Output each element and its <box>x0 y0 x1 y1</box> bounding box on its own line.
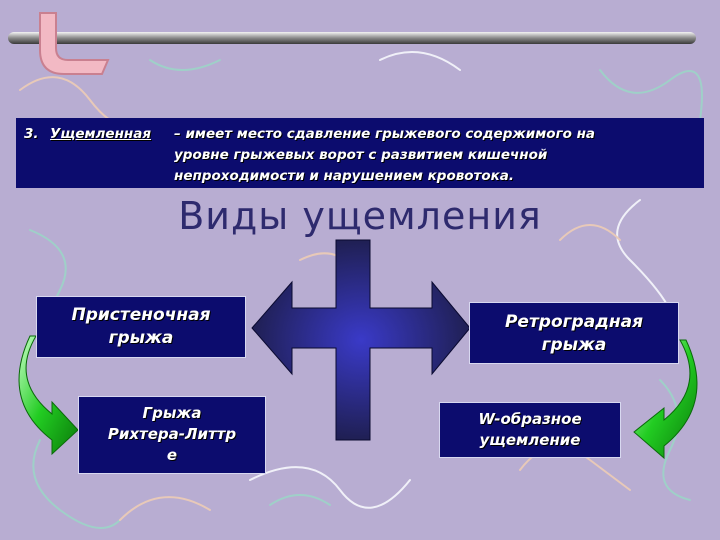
w-shaped-line-1: W-образное <box>478 410 582 428</box>
top-bar <box>8 32 696 44</box>
richter-line-1: Грыжа <box>142 404 202 422</box>
definition-number: 3. <box>24 126 39 142</box>
definition-box: 3. Ущемленная – имеет место сдавление гр… <box>16 118 704 188</box>
retrograde-hernia-box: Ретроградная грыжа <box>469 302 679 364</box>
page-title: Виды ущемления <box>178 194 542 238</box>
definition-line-2: уровне грыжевых ворот с развитием кишечн… <box>174 147 548 163</box>
boomerang-decoration-icon <box>39 12 110 75</box>
richter-hernia-box: Грыжа Рихтера-Литтр е <box>78 396 266 474</box>
w-shaped-line-2: ущемление <box>479 431 581 449</box>
retrograde-line-2: грыжа <box>541 335 607 355</box>
parietal-hernia-box: Пристеночная грыжа <box>36 296 246 358</box>
w-shaped-box: W-образное ущемление <box>439 402 621 458</box>
retrograde-line-1: Ретроградная <box>504 312 644 332</box>
definition-line-1: – имеет место сдавление грыжевого содерж… <box>174 126 596 142</box>
richter-line-2: Рихтера-Литтр <box>107 425 237 443</box>
definition-line-3: непроходимости и нарушением кровотока. <box>174 168 515 184</box>
parietal-line-2: грыжа <box>108 328 174 348</box>
richter-line-3: е <box>166 446 178 464</box>
parietal-line-1: Пристеночная <box>71 305 211 325</box>
definition-term: Ущемленная <box>50 126 151 142</box>
